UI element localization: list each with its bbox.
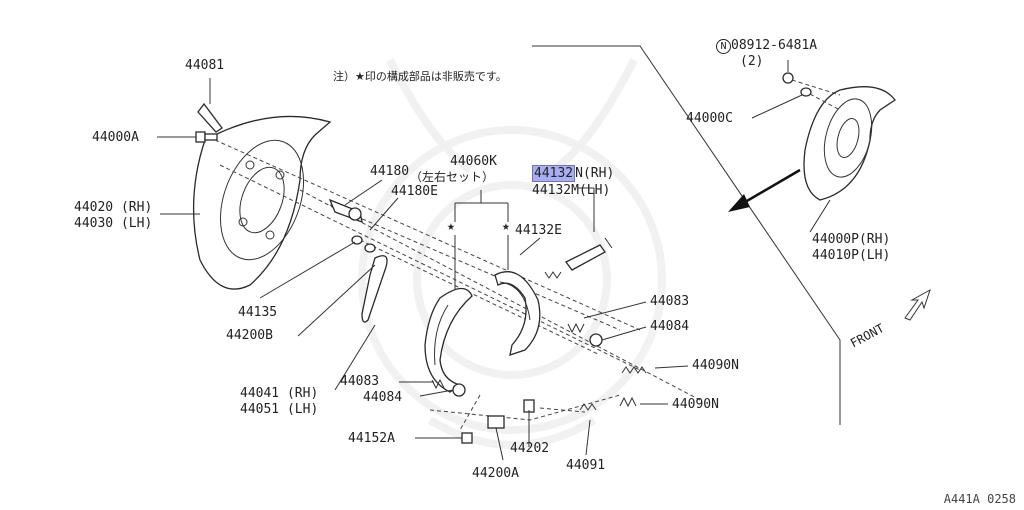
part-label-44152a[interactable]: 44152A <box>348 431 395 446</box>
part-label-44081[interactable]: 44081 <box>185 58 225 73</box>
backing-plate-left <box>192 115 332 290</box>
spring-44083-left <box>431 378 445 390</box>
part-label-44132m[interactable]: 44132M(LH) <box>532 183 611 198</box>
part-label-44135[interactable]: 44135 <box>238 305 278 320</box>
cup-44084-left <box>452 383 466 397</box>
washer-44180e <box>364 243 376 253</box>
highlighted-part-number: 44132 <box>532 165 576 182</box>
part-label-08912-qty: (2) <box>740 54 764 69</box>
part-label-44010p[interactable]: 44010P(LH) <box>812 248 891 263</box>
part-label-44202[interactable]: 44202 <box>510 441 550 456</box>
spring-44083-right <box>567 322 585 334</box>
part-label-44091[interactable]: 44091 <box>566 458 606 473</box>
part-label-44200a[interactable]: 44200A <box>472 466 519 481</box>
spring-44132e <box>544 271 562 279</box>
pin-44152a <box>461 432 473 444</box>
part-label-44090n-lower[interactable]: 44090N <box>672 397 719 412</box>
part-label-44000a[interactable]: 44000A <box>92 130 139 145</box>
part-label-44060k[interactable]: 44060K <box>450 154 497 169</box>
spring-44091 <box>579 403 597 411</box>
part-label-44083-right[interactable]: 44083 <box>650 294 690 309</box>
watermark-emblem <box>358 58 666 449</box>
part-label-44000c[interactable]: 44000C <box>686 111 733 126</box>
part-label-44020[interactable]: 44020 (RH) <box>74 200 153 215</box>
spring-44090n-upper <box>621 366 647 374</box>
part-label-44030[interactable]: 44030 (LH) <box>74 216 153 231</box>
brake-shoe-left <box>424 287 473 393</box>
direction-arrow-icon <box>728 168 801 212</box>
part-label-44132e[interactable]: 44132E <box>515 223 562 238</box>
washer-44000c <box>800 87 812 97</box>
star-icon: ★ <box>447 219 455 234</box>
leader-lines <box>157 60 831 461</box>
bolt-44081 <box>197 78 223 133</box>
part-label-44180e[interactable]: 44180E <box>391 184 438 199</box>
adjuster-44180 <box>328 198 363 224</box>
spring-44090n-lower <box>619 396 637 408</box>
section-divider <box>532 45 841 425</box>
part-label-44051[interactable]: 44051 (LH) <box>240 402 319 417</box>
part-label-44084-left[interactable]: 44084 <box>363 390 403 405</box>
circled-n-icon: N <box>716 39 731 54</box>
diagram-code: A441A 0258 <box>943 492 1016 506</box>
part-label-44083-left[interactable]: 44083 <box>340 374 380 389</box>
part-label-44200b[interactable]: 44200B <box>226 328 273 343</box>
nut-08912 <box>782 72 794 84</box>
part-label-44041[interactable]: 44041 (RH) <box>240 386 319 401</box>
cylinder-44200a <box>487 399 535 429</box>
part-label-44000p[interactable]: 44000P(RH) <box>812 232 891 247</box>
part-label-44084-right[interactable]: 44084 <box>650 319 690 334</box>
part-label-44090n-upper[interactable]: 44090N <box>692 358 739 373</box>
cup-44084-right <box>589 333 603 347</box>
adjuster-44132 <box>565 237 613 271</box>
note-non-sale: 注）★印の構成部品は非販売です。 <box>333 70 507 83</box>
brake-shoe-right <box>494 271 541 356</box>
assembly-lines <box>214 139 701 401</box>
lever-44200b <box>361 255 388 323</box>
bolt-44000a <box>195 131 218 143</box>
part-label-44180[interactable]: 44180 <box>370 164 410 179</box>
front-arrow-icon <box>904 288 931 321</box>
star-icon: ★ <box>502 219 510 234</box>
backing-plate-right <box>803 86 896 201</box>
part-label-44060k-set: （左右セット） <box>410 170 495 184</box>
